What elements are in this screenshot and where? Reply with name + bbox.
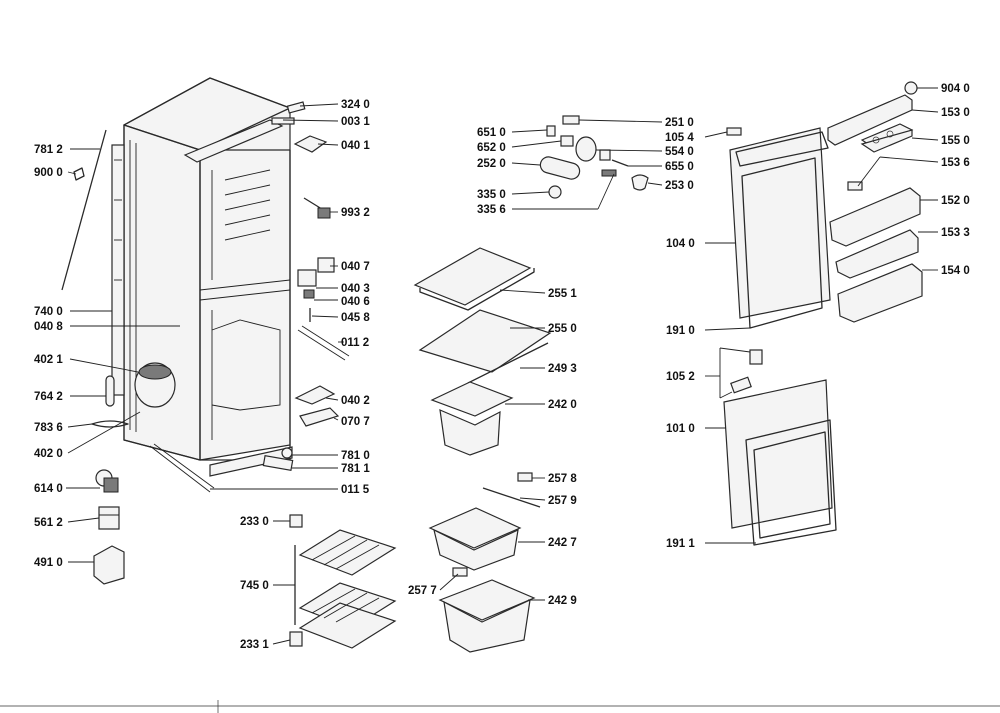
label-0406: 040 6	[341, 296, 370, 308]
label-0458: 045 8	[341, 312, 370, 324]
doors	[723, 127, 837, 546]
label-7810: 781 0	[341, 450, 370, 462]
door-bins	[827, 81, 923, 323]
label-1540: 154 0	[941, 265, 970, 277]
shelves-and-crispers	[413, 247, 552, 653]
back-parts	[61, 129, 215, 585]
label-1911: 191 1	[666, 538, 695, 550]
label-0401: 040 1	[341, 140, 370, 152]
label-0112: 011 2	[341, 337, 369, 349]
label-1533: 153 3	[941, 227, 970, 239]
label-7836: 783 6	[34, 422, 63, 434]
label-2493: 249 3	[548, 363, 577, 375]
label-2579: 257 9	[548, 495, 577, 507]
label-2429: 242 9	[548, 595, 577, 607]
label-1040: 104 0	[666, 238, 695, 250]
label-2420: 242 0	[548, 399, 577, 411]
label-1054: 105 4	[665, 132, 694, 144]
label-2330: 233 0	[240, 516, 269, 528]
cabinet-fittings	[262, 101, 350, 472]
label-1910: 191 0	[666, 325, 695, 337]
label-1520: 152 0	[941, 195, 970, 207]
cabinet-body	[123, 77, 293, 477]
label-3356: 335 6	[477, 204, 506, 216]
leader-lines	[66, 87, 939, 645]
freezer-baskets	[289, 514, 397, 649]
label-4021: 402 1	[34, 354, 63, 366]
label-6520: 652 0	[477, 142, 506, 154]
label-1550: 155 0	[941, 135, 970, 147]
label-4910: 491 0	[34, 557, 63, 569]
label-0403: 040 3	[341, 283, 370, 295]
label-7642: 764 2	[34, 391, 63, 403]
label-6140: 614 0	[34, 483, 63, 495]
label-0402: 040 2	[341, 395, 370, 407]
label-0407: 040 7	[341, 261, 370, 273]
label-7811: 781 1	[341, 463, 370, 475]
control-components	[539, 115, 742, 199]
label-5612: 561 2	[34, 517, 63, 529]
label-2427: 242 7	[548, 537, 577, 549]
label-4020: 402 0	[34, 448, 63, 460]
label-3240: 324 0	[341, 99, 370, 111]
label-3350: 335 0	[477, 189, 506, 201]
label-0115: 011 5	[341, 484, 370, 496]
label-0031: 003 1	[341, 116, 370, 128]
label-2577: 257 7	[408, 585, 437, 597]
label-0408: 040 8	[34, 321, 63, 333]
label-2520: 252 0	[477, 158, 506, 170]
label-5540: 554 0	[665, 146, 694, 158]
label-6510: 651 0	[477, 127, 506, 139]
label-1010: 101 0	[666, 423, 695, 435]
label-2530: 253 0	[665, 180, 694, 192]
part-labels: 324 0 003 1 040 1 781 2 900 0 993 2 040 …	[34, 83, 970, 651]
label-2331: 233 1	[240, 639, 269, 651]
label-7812: 781 2	[34, 144, 63, 156]
label-2550: 255 0	[548, 323, 577, 335]
label-9000: 900 0	[34, 167, 63, 179]
label-7400: 740 0	[34, 306, 63, 318]
label-2510: 251 0	[665, 117, 694, 129]
label-6550: 655 0	[665, 161, 694, 173]
label-1530: 153 0	[941, 107, 970, 119]
label-7450: 745 0	[240, 580, 269, 592]
label-1536: 153 6	[941, 157, 970, 169]
label-1052: 105 2	[666, 371, 695, 383]
label-9040: 904 0	[941, 83, 970, 95]
label-0707: 070 7	[341, 416, 370, 428]
label-9932: 993 2	[341, 207, 370, 219]
label-2578: 257 8	[548, 473, 577, 485]
label-2551: 255 1	[548, 288, 577, 300]
